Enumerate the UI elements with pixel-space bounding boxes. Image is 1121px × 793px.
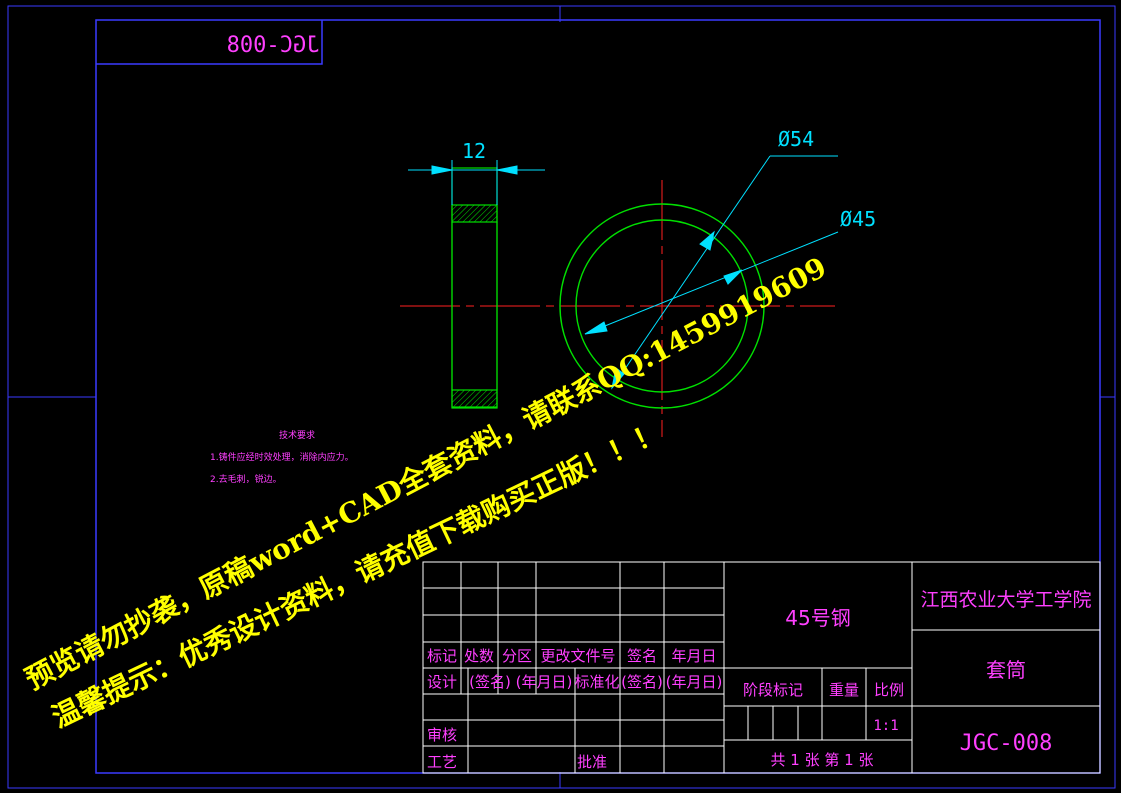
tech-notes-line2: 2.去毛刺，锐边。 [210, 473, 282, 485]
sheets-text: 共 1 张 第 1 张 [771, 751, 874, 769]
scale-label: 比例 [874, 681, 904, 699]
sleeve-section-view [451, 167, 498, 409]
material-text: 45号钢 [785, 606, 850, 630]
center-lines [400, 180, 835, 437]
standardize-label: 标准化 [574, 673, 619, 691]
part-name: 套筒 [986, 658, 1026, 682]
hdr-sign: 签名 [627, 647, 657, 665]
hdr-count: 处数 [464, 647, 494, 665]
tech-notes-title: 技术要求 [279, 429, 315, 441]
school-name: 江西农业大学工学院 [920, 589, 1091, 611]
hdr-zone: 分区 [502, 647, 532, 665]
technical-requirements: 技术要求 1.铸件应经时效处理，消除内应力。 2.去毛刺，锐边。 [210, 429, 354, 485]
mirrored-code-box: JGC-008 [96, 20, 323, 65]
review-label: 审核 [427, 726, 457, 744]
title-block-text: 45号钢 江西农业大学工学院 套筒 JGC-008 标记 处数 分区 更改文件号… [427, 589, 1092, 771]
standardize-date: (年月日) [666, 673, 723, 691]
weight-label: 重量 [829, 681, 859, 699]
drawing-number: JGC-008 [960, 731, 1053, 756]
dimension-inner-label: Ø45 [840, 207, 876, 231]
dimension-width-label: 12 [462, 139, 486, 163]
hdr-mark: 标记 [427, 647, 457, 665]
process-label: 工艺 [427, 753, 457, 771]
stage-mark-label: 阶段标记 [743, 681, 803, 699]
watermark-line1: 预览请勿抄袭，原稿word+CAD全套资料，请联系QQ:1459919609 [20, 251, 832, 697]
sleeve-front-view [559, 203, 765, 409]
tech-notes-line1: 1.铸件应经时效处理，消除内应力。 [210, 451, 354, 463]
scale-value: 1:1 [873, 718, 898, 734]
dimension-outer-label: Ø54 [778, 127, 814, 151]
hdr-change: 更改文件号 [540, 647, 615, 665]
mirrored-code-text: JGC-008 [227, 33, 320, 58]
design-sign: (签名) [469, 673, 511, 691]
design-label: 设计 [427, 673, 457, 691]
hdr-date: 年月日 [671, 647, 716, 665]
approve-label: 批准 [577, 753, 607, 771]
dimension-diameters: Ø54 Ø45 [584, 127, 876, 390]
title-block [422, 561, 1101, 774]
design-date: (年月日) [516, 673, 573, 691]
dimension-width: 12 [408, 139, 545, 205]
standardize-sign: (签名) [621, 673, 663, 691]
